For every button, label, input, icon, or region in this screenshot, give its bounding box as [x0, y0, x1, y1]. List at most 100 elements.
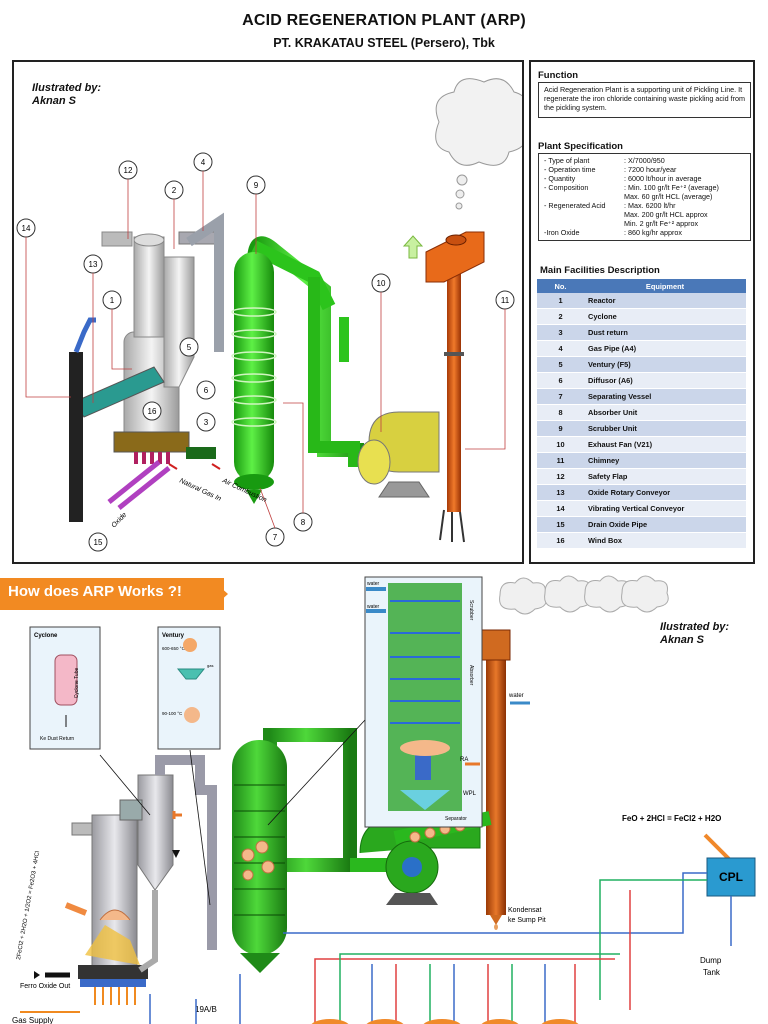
- function-text: Acid Regeneration Plant is a supporting …: [538, 82, 751, 118]
- reaction-arrow: [703, 833, 732, 862]
- facility-equipment: Safety Flap: [584, 468, 746, 485]
- svg-text:8: 8: [301, 518, 306, 527]
- facility-equipment: Vibrating Vertical Conveyor: [584, 500, 746, 517]
- facility-equipment: Dust return: [584, 324, 746, 341]
- spec-value: Max. 60 gr/lt HCL (average): [624, 192, 713, 201]
- callout-3: 3: [196, 412, 216, 432]
- svg-text:Separator: Separator: [445, 816, 467, 822]
- col-no: No.: [537, 279, 584, 293]
- facilities-heading: Main Facilities Description: [540, 265, 660, 276]
- spec-row: -Iron Oxide: 860 kg/hr approx: [544, 228, 745, 237]
- facility-equipment: Reactor: [584, 293, 746, 309]
- svg-text:6: 6: [204, 386, 209, 395]
- inset-leaders: [99, 719, 366, 906]
- page-title: ACID REGENERATION PLANT (ARP): [242, 12, 526, 29]
- chimney-water-label: water: [508, 693, 524, 699]
- process-chimney: water: [481, 629, 530, 930]
- callout-7: 7: [265, 527, 285, 547]
- venturi-inset: Ventury 600-650 °C gas 90-100 °C: [157, 626, 221, 750]
- process-reactor: [20, 755, 217, 1013]
- svg-text:Scrubber: Scrubber: [468, 600, 474, 621]
- svg-text:Ventury: Ventury: [162, 633, 185, 639]
- reaction-equation: FeO + 2HCl = FeCl2 + H2O: [622, 814, 721, 823]
- facility-equipment: Wind Box: [584, 532, 746, 549]
- spec-value: : Max. 6200 lt/hr: [624, 201, 676, 210]
- spec-row: Max. 200 gr/lt HCL approx: [544, 210, 745, 219]
- spec-key: [544, 192, 624, 201]
- svg-text:14: 14: [22, 224, 31, 233]
- spec-row: - Type of plant: X/7000/950: [544, 156, 745, 165]
- svg-text:gas: gas: [207, 663, 213, 668]
- scrubber-inset: water water Scrubber Absorber RA WPL Sep…: [364, 576, 483, 828]
- cpl-label: CPL: [719, 870, 743, 884]
- svg-text:9: 9: [254, 181, 259, 190]
- facility-equipment: Diffusor (A6): [584, 372, 746, 389]
- svg-text:Absorber: Absorber: [468, 665, 474, 686]
- spec-value: : 6000 lt/hour in average: [624, 174, 702, 183]
- facility-equipment: Scrubber Unit: [584, 420, 746, 437]
- plant-spec-heading: Plant Specification: [538, 141, 623, 152]
- illustrated-by: Ilustrated by: Aknan S: [32, 82, 101, 108]
- svg-text:4: 4: [201, 158, 206, 167]
- plant-spec-rows: - Type of plant: X/7000/950- Operation t…: [544, 156, 745, 237]
- dump-label: Dump: [700, 956, 722, 965]
- spec-key: - Composition: [544, 183, 589, 192]
- callout-9: 9: [246, 175, 266, 195]
- tank-label: Tank: [703, 968, 721, 977]
- svg-text:12: 12: [124, 166, 133, 175]
- facility-equipment: Exhaust Fan (V21): [584, 436, 746, 453]
- facility-no: 7: [537, 388, 584, 405]
- callout-4: 4: [193, 152, 213, 172]
- reactor-equation: 2FeCl2 + 2H2O + 1/2O2 = Fe2O3 + 4HCl: [16, 851, 41, 961]
- svg-text:water: water: [367, 581, 380, 587]
- spec-value: : 860 kg/hr approx: [624, 228, 682, 237]
- svg-text:16: 16: [148, 407, 157, 416]
- spec-key: - Regenerated Acid: [544, 201, 606, 210]
- callout-leaders: [25, 171, 506, 529]
- spec-value: Max. 200 gr/lt HCL approx: [624, 210, 708, 219]
- illustrated-by-author: Aknan S: [32, 95, 77, 107]
- process-lines: [149, 872, 707, 1024]
- tank-tops: [311, 1019, 579, 1024]
- facility-no: 16: [537, 532, 584, 549]
- inlet-arrows: [168, 463, 221, 470]
- kondensat-label: Kondensat: [508, 907, 542, 914]
- illustrated-by-label-2: Ilustrated by:: [660, 621, 730, 633]
- facility-no: 4: [537, 340, 584, 357]
- oxide-label: Oxide: [110, 511, 128, 529]
- spec-value: : Min. 100 gr/lt Fe⁺² (average): [624, 183, 719, 192]
- callout-16: 16: [142, 401, 162, 421]
- section-banner: [0, 578, 224, 610]
- callout-10: 10: [371, 273, 391, 293]
- cyclone-inset: Cyclone Cyclone Tube Ke Dust Return: [29, 626, 101, 750]
- chimney-drawing: [425, 231, 485, 543]
- facility-equipment: Oxide Rotary Conveyor: [584, 484, 746, 501]
- code-label: 19A/B: [195, 1005, 217, 1014]
- exhaust-arrow-icon: [402, 235, 424, 259]
- callout-15: 15: [88, 532, 108, 552]
- svg-text:11: 11: [501, 296, 510, 305]
- spec-row: Max. 60 gr/lt HCL (average): [544, 192, 745, 201]
- spec-row: - Operation time: 7200 hour/year: [544, 165, 745, 174]
- svg-text:600-650 °C: 600-650 °C: [162, 646, 186, 651]
- facility-no: 3: [537, 324, 584, 341]
- facility-no: 8: [537, 404, 584, 421]
- page-subtitle: PT. KRAKATAU STEEL (Persero), Tbk: [273, 36, 495, 50]
- svg-text:3: 3: [204, 418, 209, 427]
- svg-text:10: 10: [377, 279, 386, 288]
- facility-equipment: Drain Oxide Pipe: [584, 516, 746, 533]
- cpl-box: [706, 857, 756, 897]
- banner-tip: [210, 578, 228, 610]
